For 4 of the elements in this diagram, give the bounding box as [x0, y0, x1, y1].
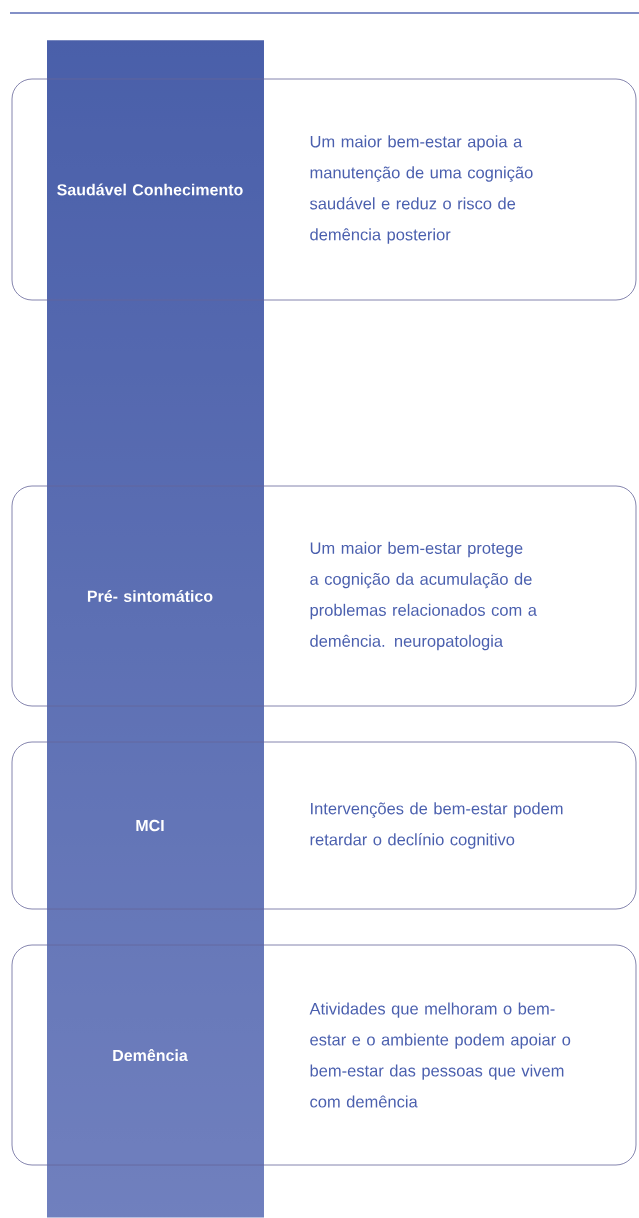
stage-box: Demência Atividades que melhoram o bem-estar e o ambiente podem apoiar o bem-estar das pessoas que vivem com demência — [11, 944, 637, 1166]
stage-box: MCI Intervenções de bem-estar podem retardar o declínio cognitivo — [11, 741, 637, 910]
stage-box: Pré- sintomático Um maior bem-estar protege a cognição da acumulação de problemas relacionados com a demência. neuropatologia — [11, 485, 637, 707]
stage-box: Saudável Conhecimento Um maior bem-estar apoia a manutenção de uma cognição saudável e reduz o risco de demência posterior — [11, 78, 637, 301]
